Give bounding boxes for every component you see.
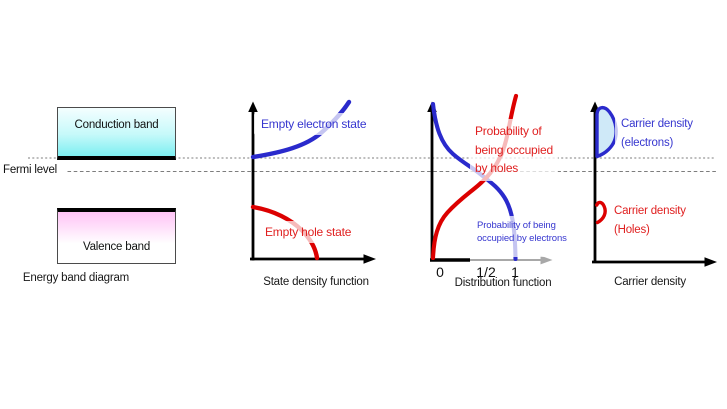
hole-density-lobe: [595, 200, 607, 225]
holes-probability-line-2: being occupied: [475, 142, 553, 157]
electron-carrier-density-line-2: (electrons): [621, 137, 674, 149]
state-density-y-axis: [248, 101, 258, 261]
distribution-tick-half: 1/2: [476, 264, 496, 280]
hole-carrier-density-label: Carrier density (Holes): [608, 199, 692, 243]
electrons-probability-line-2: occupied by electrons: [477, 233, 567, 244]
empty-hole-state-label: Empty hole state: [258, 221, 359, 243]
distribution-tick-1: 1: [511, 264, 519, 280]
state-density-x-axis: [250, 254, 376, 264]
carrier-density-caption: Carrier density: [614, 276, 686, 288]
empty-electron-state-label: Empty electron state: [254, 113, 374, 135]
electron-density-lobe: [595, 106, 618, 159]
holes-probability-label: Probability of being occupied by holes: [470, 119, 558, 181]
holes-probability-line-1: Probability of: [475, 124, 542, 138]
electrons-probability-label: Probability of being occupied by electro…: [472, 216, 572, 257]
valence-band-box: Valence band: [57, 208, 176, 264]
distribution-x-axis: [430, 255, 553, 265]
holes-probability-line-3: by holes: [475, 161, 519, 175]
hole-carrier-density-line-2: (Holes): [614, 224, 650, 236]
energy-band-diagram-caption: Energy band diagram: [22, 272, 130, 284]
carrier-density-x-axis: [592, 257, 717, 267]
distribution-tick-0: 0: [436, 264, 444, 280]
valence-band-label: Valence band: [82, 241, 151, 253]
state-density-caption: State density function: [263, 276, 369, 288]
distribution-caption: Distribution function: [454, 277, 552, 289]
conduction-band-label: Conduction band: [74, 119, 159, 131]
hole-carrier-density-line-1: Carrier density: [614, 205, 686, 217]
fermi-level-label: Fermi level: [3, 164, 58, 176]
electron-carrier-density-line-1: Carrier density: [621, 118, 693, 130]
electron-carrier-density-label: Carrier density (electrons): [615, 112, 699, 156]
electrons-probability-line-1: Probability of being: [477, 220, 556, 231]
conduction-band-box: Conduction band: [57, 107, 176, 160]
